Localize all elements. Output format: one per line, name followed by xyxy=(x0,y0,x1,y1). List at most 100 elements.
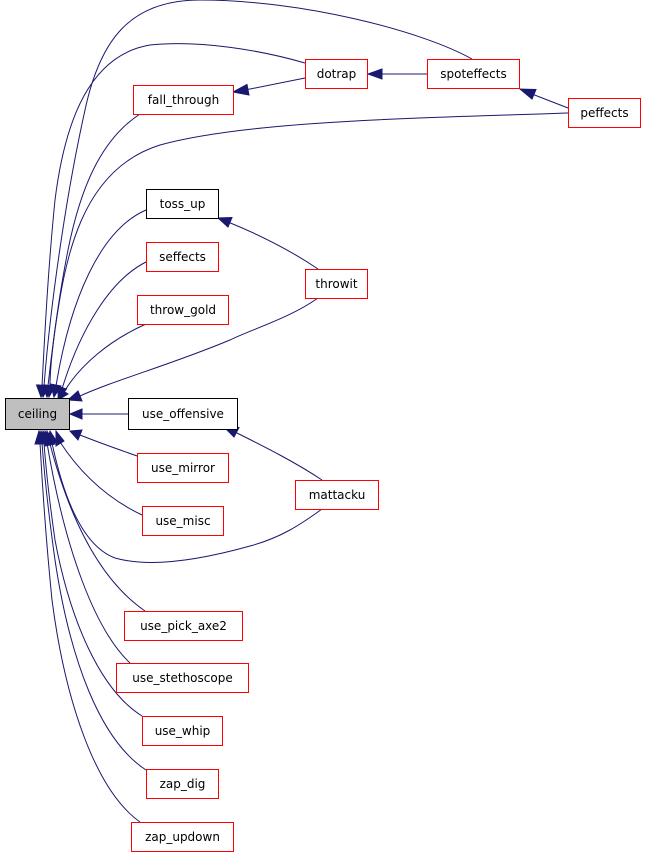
node-box[interactable] xyxy=(295,480,379,510)
node-use_pick_axe2[interactable]: use_pick_axe2 xyxy=(124,611,243,641)
edge-zap_dig-to-ceiling xyxy=(36,429,147,771)
node-box[interactable] xyxy=(305,59,368,89)
node-label: use_misc xyxy=(155,514,210,528)
node-toss_up[interactable]: toss_up xyxy=(146,189,219,219)
edge-toss_up-to-ceiling xyxy=(49,209,147,399)
edge-line xyxy=(531,93,569,109)
arrowhead xyxy=(216,216,233,228)
node-box[interactable] xyxy=(5,398,70,430)
edge-line xyxy=(49,112,569,387)
edge-line xyxy=(47,113,141,387)
edge-line xyxy=(244,77,306,91)
edge-use_offensive-to-ceiling xyxy=(68,408,128,420)
node-use_stethoscope[interactable]: use_stethoscope xyxy=(116,663,249,693)
edge-spoteffects-to-dotrap xyxy=(366,68,427,80)
node-label: use_mirror xyxy=(151,461,215,475)
edge-line xyxy=(49,443,146,612)
node-label: zap_dig xyxy=(160,777,206,791)
edge-line xyxy=(39,442,141,823)
node-throw_gold[interactable]: throw_gold xyxy=(137,295,229,325)
node-seffects[interactable]: seffects xyxy=(146,242,219,272)
edge-use_mirror-to-ceiling xyxy=(68,429,141,458)
node-label: use_whip xyxy=(155,724,211,738)
arrowhead xyxy=(518,88,537,100)
node-box[interactable] xyxy=(146,242,219,272)
node-dotrap[interactable]: dotrap xyxy=(305,59,368,89)
edge-line xyxy=(79,434,141,458)
arrowhead xyxy=(68,408,83,420)
node-use_offensive[interactable]: use_offensive xyxy=(128,398,238,430)
edge-line xyxy=(43,442,143,717)
edge-use_pick_axe2-to-ceiling xyxy=(44,429,146,612)
node-box[interactable] xyxy=(128,398,238,430)
arrowhead xyxy=(68,429,83,441)
edge-line xyxy=(41,442,147,771)
node-box[interactable] xyxy=(131,822,234,852)
arrowhead xyxy=(366,68,383,80)
edge-line xyxy=(43,0,473,387)
node-box[interactable] xyxy=(142,716,223,746)
node-box[interactable] xyxy=(146,769,219,799)
node-box[interactable] xyxy=(116,663,249,693)
edge-line xyxy=(46,442,131,664)
arrowhead xyxy=(57,387,69,401)
node-box[interactable] xyxy=(568,98,641,128)
node-box[interactable] xyxy=(146,189,219,219)
edge-line xyxy=(55,209,147,387)
node-box[interactable] xyxy=(124,611,243,641)
node-use_whip[interactable]: use_whip xyxy=(142,716,223,746)
arrowhead xyxy=(55,429,65,447)
edge-zap_updown-to-ceiling xyxy=(34,429,141,823)
node-spoteffects[interactable]: spoteffects xyxy=(427,59,520,89)
edge-throwit-to-toss_up xyxy=(216,216,319,270)
edge-dotrap-to-fall_through xyxy=(231,77,306,96)
node-label: use_offensive xyxy=(142,407,224,421)
edge-line xyxy=(63,323,147,393)
edge-spoteffects-to-ceiling xyxy=(37,0,473,399)
node-zap_updown[interactable]: zap_updown xyxy=(131,822,234,852)
node-label: seffects xyxy=(159,250,206,264)
node-label: use_stethoscope xyxy=(132,671,232,685)
edge-throw_gold-to-ceiling xyxy=(57,323,147,401)
node-box[interactable] xyxy=(137,453,229,483)
node-label: fall_through xyxy=(148,93,219,107)
node-mattacku[interactable]: mattacku xyxy=(295,480,379,510)
arrowhead xyxy=(231,83,250,96)
node-box[interactable] xyxy=(133,85,234,115)
node-box[interactable] xyxy=(142,506,224,536)
node-label: mattacku xyxy=(309,488,366,502)
node-ceiling[interactable]: ceiling xyxy=(5,398,70,430)
node-label: toss_up xyxy=(160,197,206,211)
node-box[interactable] xyxy=(305,269,368,299)
node-label: ceiling xyxy=(18,407,57,421)
graph-nodes: ceiling dotrap spoteffects fall_throughpeff… xyxy=(5,59,641,852)
node-fall_through[interactable]: fall_through xyxy=(133,85,234,115)
node-peffects[interactable]: peffects xyxy=(568,98,641,128)
node-throwit[interactable]: throwit xyxy=(305,269,368,299)
node-label: dotrap xyxy=(317,67,357,81)
edge-use_stethoscope-to-ceiling xyxy=(41,429,131,664)
node-label: use_pick_axe2 xyxy=(140,619,227,633)
edge-peffects-to-ceiling xyxy=(43,112,569,399)
edge-mattacku-to-ceiling xyxy=(46,429,323,563)
graph-edges xyxy=(34,0,569,823)
node-label: peffects xyxy=(580,106,628,120)
arrowhead xyxy=(66,390,83,402)
edge-use_misc-to-ceiling xyxy=(55,429,143,516)
node-use_misc[interactable]: use_misc xyxy=(142,506,224,536)
edge-fall_through-to-ceiling xyxy=(41,113,141,399)
node-box[interactable] xyxy=(137,295,229,325)
arrowhead xyxy=(34,429,46,445)
edge-line xyxy=(79,297,319,397)
node-label: spoteffects xyxy=(440,67,507,81)
node-use_mirror[interactable]: use_mirror xyxy=(137,453,229,483)
node-label: zap_updown xyxy=(145,830,220,844)
node-box[interactable] xyxy=(427,59,520,89)
node-label: throwit xyxy=(315,277,357,291)
edge-throwit-to-ceiling xyxy=(66,297,319,402)
edge-line xyxy=(227,221,319,270)
edge-line xyxy=(61,261,147,390)
edge-mattacku-to-use_offensive xyxy=(223,426,323,481)
node-zap_dig[interactable]: zap_dig xyxy=(146,769,219,799)
